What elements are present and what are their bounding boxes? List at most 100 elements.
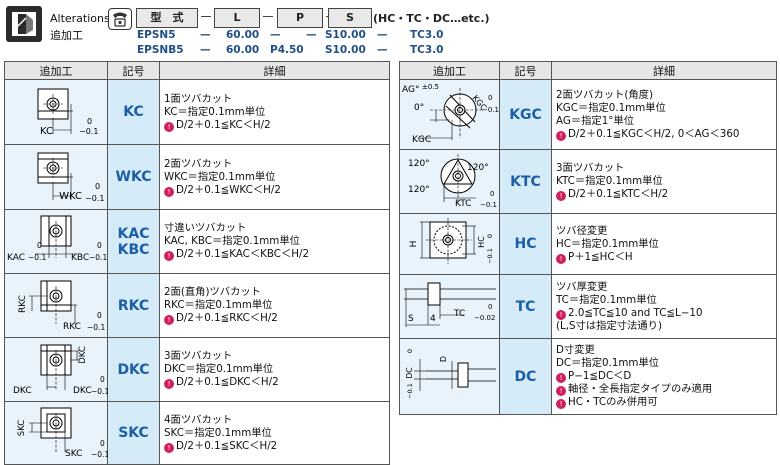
example-l: 60.00 (226, 29, 260, 41)
detail-unit: KTC＝指定0.1mm単位 (556, 175, 663, 187)
code-ktc: KTC (510, 173, 541, 190)
tol-top: 0 (488, 303, 492, 311)
detail-title: 2面ツバカット (164, 157, 233, 170)
diagram-kgc: AG° ±0.5 0° KGC KGC 0 −0.1 (399, 79, 500, 150)
column-header-process: 追加工 (399, 61, 500, 80)
lightbulb-icon: ! (164, 121, 174, 132)
detail-cell: D寸変更 DC＝指定0.1mm単位 !P−1≦DC＜D !軸径・全長指定タイプの… (551, 338, 777, 415)
detail-condition: P＋1≦HC＜H (568, 250, 633, 263)
example-type: EPSN5 (137, 29, 176, 41)
alterations-icon (6, 6, 42, 42)
detail-condition: D/2＋0.1≦KC＜H/2 (176, 118, 271, 131)
code-kgc: KGC (509, 106, 542, 123)
lightbulb-icon: ! (164, 379, 174, 389)
dim-label: KGC (412, 135, 431, 145)
detail-cell: 4面ツバカット SKC＝指定0.1mm単位 !D/2＋0.1≦SKC＜H/2 (159, 401, 390, 465)
code-suffix: (HC・TC・DC…etc.) (373, 12, 490, 25)
example-dash: — (377, 44, 388, 56)
code-box-p: P (277, 8, 323, 28)
tol-bottom: −0.1 (79, 127, 98, 136)
detail-condition: P−1≦DC＜D (568, 370, 632, 382)
angle-label: 120° (408, 159, 430, 169)
tol-top: 0 (486, 234, 494, 238)
tol-bottom: −0.1 (91, 450, 108, 459)
table-row: DKC DKC DKC 0 −0.1 DKC 3面ツバカット DKC＝指定0.1… (4, 337, 390, 402)
detail-cell: 2面ツバカット WKC＝指定0.1mm単位 !D/2＋0.1≦WKC＜H/2 (159, 144, 390, 210)
dim-label: WKC (59, 191, 82, 202)
example-dash: — (200, 29, 211, 41)
tol-bottom: −0.1 (486, 248, 494, 264)
dim-label-vertical: HC (477, 236, 486, 248)
detail-unit-2: AG＝指定1°単位 (556, 114, 635, 127)
detail-note: (L,S寸は指定寸法通り) (556, 319, 662, 332)
tol-bottom: −0.1 (85, 194, 104, 203)
tol-top: 0 (488, 94, 492, 102)
lightbulb-icon: ! (164, 442, 174, 453)
separator-dash (201, 16, 211, 17)
lightbulb-icon: ! (556, 191, 566, 201)
tol-top: 0 (406, 349, 414, 353)
example-p: P4.50 (270, 44, 304, 56)
detail-cell: 2面ツバカット(角度) KGC＝指定0.1mm単位 AG＝指定1°単位 !D/2… (551, 79, 777, 150)
code-cell: KAC KBC (107, 209, 160, 274)
tol-bottom: −0.1 (91, 387, 108, 396)
table-row: DC 0 −0.1 D DC D寸変更 DC＝指定0.1mm単位 !P−1≦DC… (399, 338, 777, 415)
detail-title: 3面ツバカット (556, 162, 625, 174)
detail-cell: 寸違いツバカット KAC, KBC＝指定0.1mm単位 !D/2＋0.1≦KAC… (159, 209, 390, 274)
column-header-details: 詳細 (159, 61, 390, 80)
dim-label: KC (40, 126, 53, 137)
example-alt: TC3.0 (410, 29, 444, 41)
alterations-table-right: 追加工 記号 詳細 AG° ±0.5 0° KGC KGC (399, 61, 777, 415)
detail-unit: KGC＝指定0.1mm単位 (556, 101, 666, 114)
code-skc: SKC (118, 425, 149, 441)
dim-label: DKC (13, 386, 32, 396)
ag-tolerance: ±0.5 (422, 83, 439, 91)
example-dash: — (270, 29, 281, 41)
code-dkc: DKC (117, 361, 150, 378)
tol-top: 0 (87, 117, 92, 126)
detail-cell: 3面ツバカット DKC＝指定0.1mm単位 !D/2＋0.1≦DKC＜H/2 (159, 337, 390, 402)
detail-condition: D/2＋0.1≦RKC＜H/2 (176, 312, 278, 324)
diagram-kc: KC 0 −0.1 (4, 79, 108, 145)
example-s: S10.00 (325, 44, 366, 56)
detail-unit: RKC＝指定0.1mm単位 (164, 299, 273, 311)
detail-condition: 軸径・全長指定タイプのみ適用 (568, 383, 713, 395)
code-box-type: 型 式 (136, 8, 198, 28)
lightbulb-icon: ! (556, 373, 566, 383)
detail-cell: 3面ツバカット KTC＝指定0.1mm単位 !D/2＋0.1≦KTC＜H/2 (551, 149, 777, 214)
code-wkc: WKC (115, 169, 152, 185)
code-cell: HC (499, 213, 552, 275)
tol-bottom: −0.1 (480, 201, 497, 209)
alterations-title-jp: 追加工 (50, 29, 83, 42)
table-row: RKC RKC 0 −0.1 RKC 2面(直角)ツバカット RKC＝指定0.1… (4, 273, 390, 338)
example-l: 60.00 (226, 44, 260, 56)
detail-title: 1面ツバカット (164, 92, 233, 105)
dim-label-d: D (439, 356, 448, 362)
detail-unit: SKC＝指定0.1mm単位 (164, 426, 272, 439)
dim-label-h: H (409, 241, 419, 248)
example-s: S10.00 (325, 29, 366, 41)
detail-title: 2面ツバカット(角度) (556, 88, 653, 101)
code-box-l: L (214, 8, 260, 28)
tol-top: 0 (97, 241, 102, 250)
lightbulb-icon: ! (164, 251, 174, 261)
lightbulb-icon: ! (556, 399, 566, 409)
detail-title: ツバ厚変更 (556, 280, 608, 293)
diagram-kac-kbc: KAC 0 −0.1 KBC 0 −0.1 (4, 209, 108, 274)
table-row: SKC SKC 0 −0.1 SKC 4面ツバカット SKC＝指定0.1mm単位… (4, 401, 390, 465)
tol-bottom: −0.1 (89, 253, 107, 262)
dim-label: TC (453, 309, 465, 319)
table-row: S 4 TC 0 −0.02 TC ツバ厚変更 TC＝指定0.1mm単位 !2.… (399, 274, 777, 339)
tol-top: 0 (100, 439, 105, 448)
code-cell: DC (499, 338, 552, 415)
angle-label: 120° (467, 163, 489, 173)
detail-condition: HC・TCのみ併用可 (568, 396, 658, 408)
code-kbc: KBC (117, 241, 150, 258)
diagram-dc: DC 0 −0.1 D (399, 338, 500, 415)
lightbulb-icon: ! (556, 130, 566, 141)
dim-label-2: KBC (71, 253, 89, 263)
column-header-process: 追加工 (4, 61, 108, 80)
detail-title: D寸変更 (556, 344, 595, 356)
table-row: H HC 0 −0.1 HC ツバ径変更 HC＝指定0.1mm単位 !P＋1≦H… (399, 213, 777, 275)
detail-title: 4面ツバカット (164, 413, 233, 426)
